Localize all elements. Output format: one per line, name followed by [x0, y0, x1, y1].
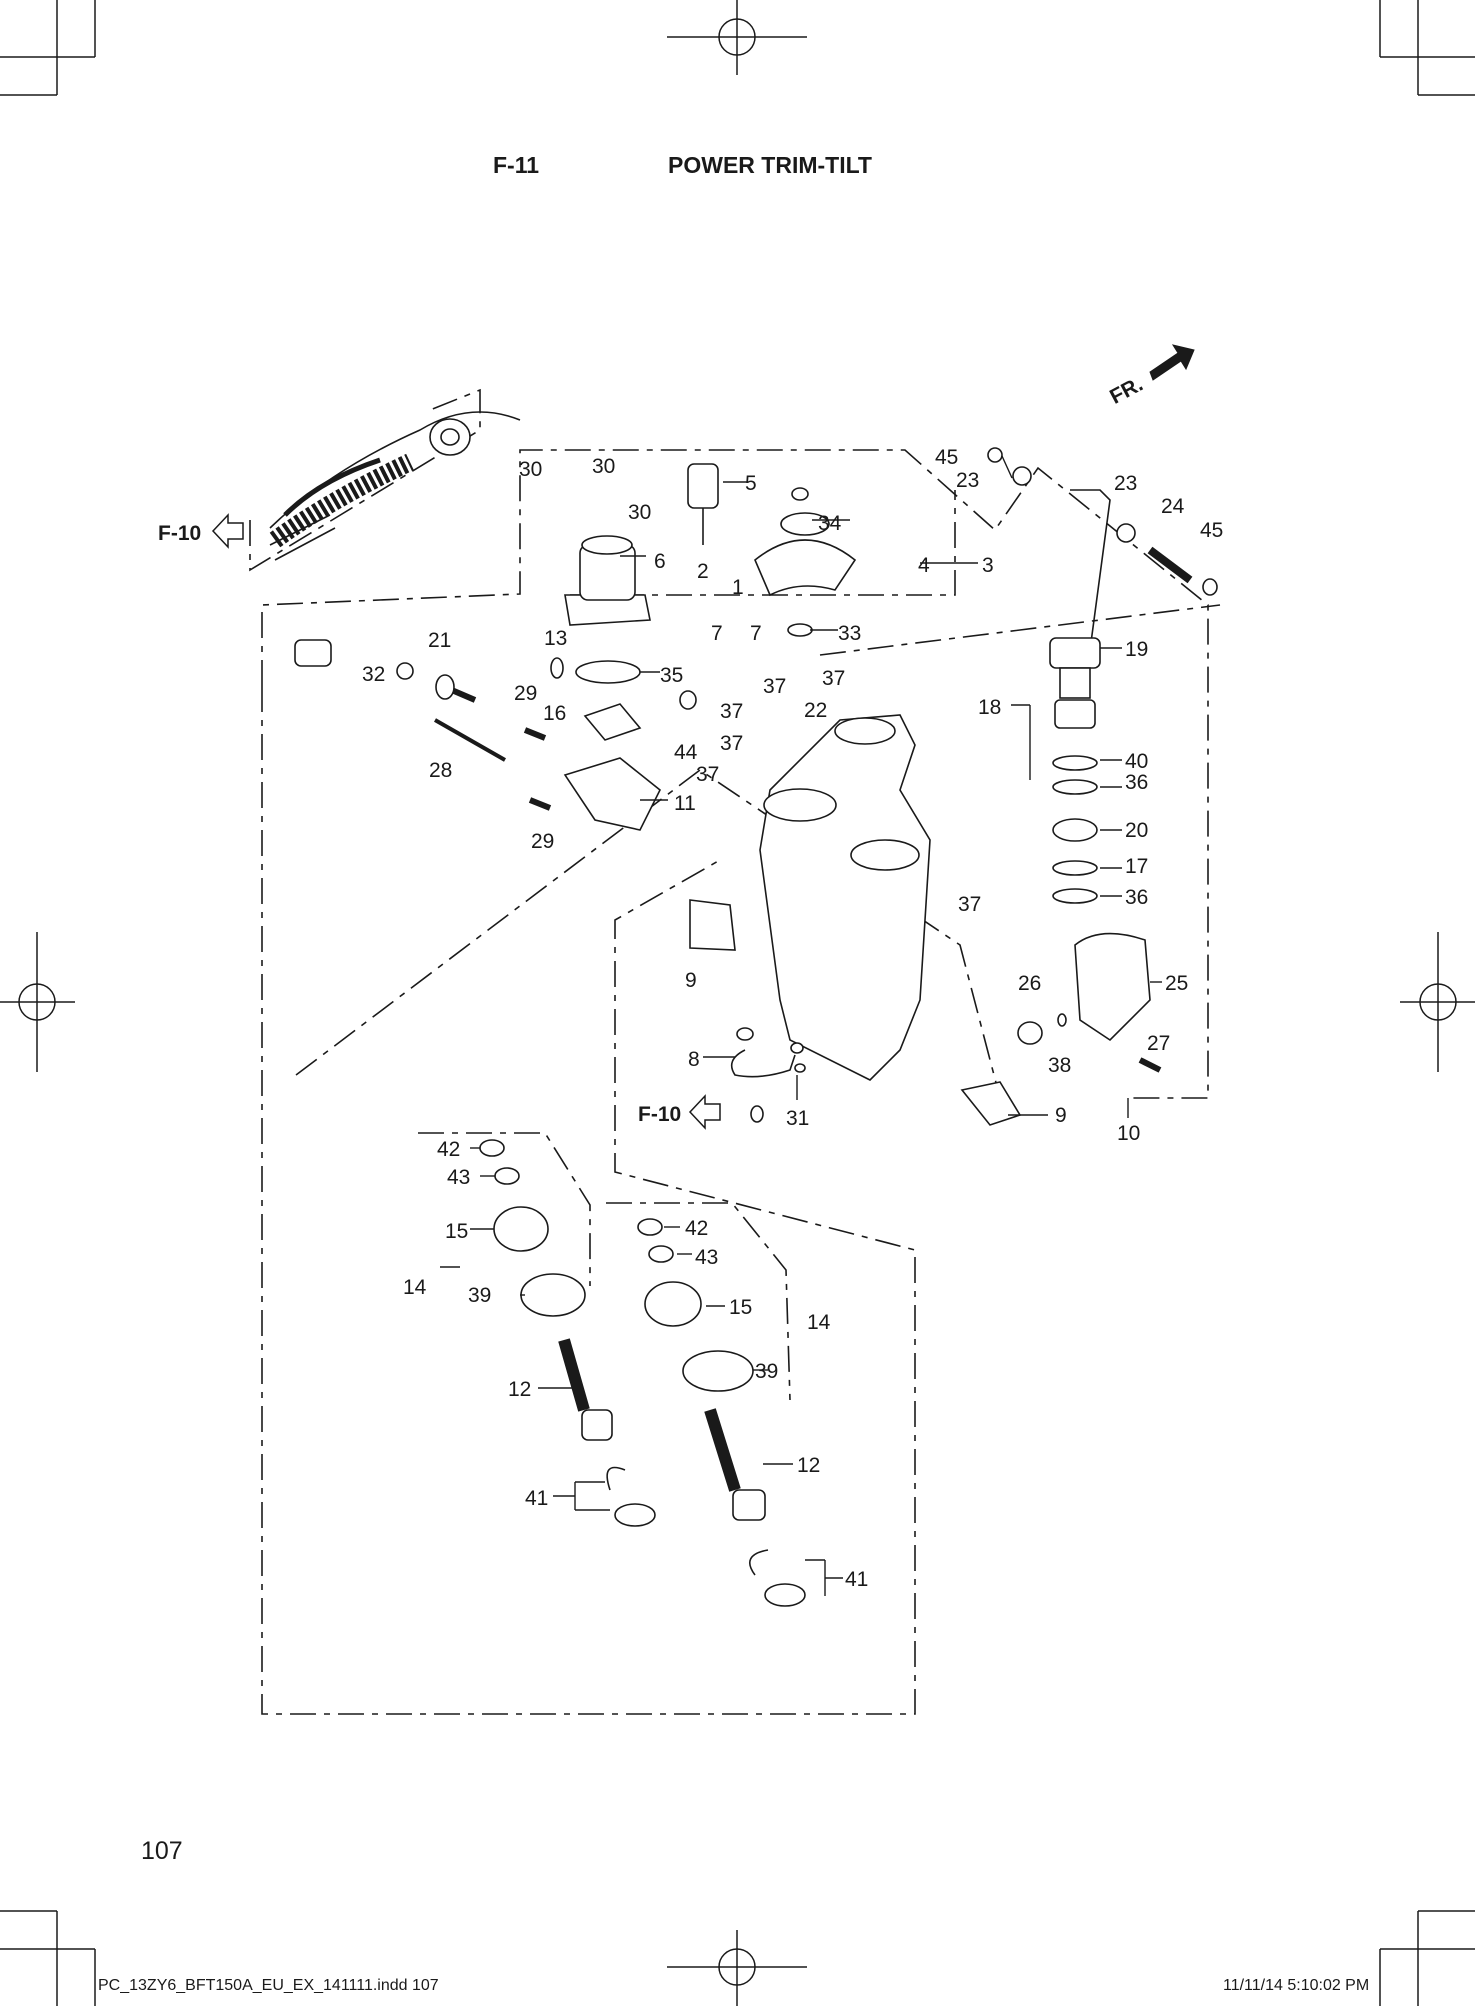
part-label: 40 [1125, 750, 1148, 773]
part-reference-numbers: 1 2 3 4 5 6 7 7 8 9 9 10 11 12 12 13 14 … [362, 446, 1223, 1591]
part-label: 15 [729, 1296, 752, 1319]
part-label: 20 [1125, 819, 1148, 842]
part-label: 41 [525, 1487, 548, 1510]
part-label: 30 [592, 455, 615, 478]
part-label: 17 [1125, 855, 1148, 878]
part-label: 6 [654, 550, 666, 573]
part-label: 39 [468, 1284, 491, 1307]
part-label: 39 [755, 1360, 778, 1383]
part-label: 4 [918, 554, 930, 577]
front-direction-label: FR. [1106, 373, 1147, 409]
part-label: 37 [763, 675, 786, 698]
part-label: 23 [956, 469, 979, 492]
part-label: 9 [685, 969, 697, 992]
part-label: 10 [1117, 1122, 1140, 1145]
part-label: 27 [1147, 1032, 1170, 1055]
file-name: PC_13ZY6_BFT150A_EU_EX_141111.indd 107 [98, 1977, 439, 1994]
part-label: 43 [447, 1166, 470, 1189]
registration-mark-right [1400, 932, 1475, 1072]
cross-reference-arrow-icon-bottom [688, 1094, 721, 1130]
figure-title: POWER TRIM-TILT [668, 152, 872, 178]
part-label: 33 [838, 622, 861, 645]
part-label: 30 [628, 501, 651, 524]
part-label: 2 [697, 560, 709, 583]
part-label: 26 [1018, 972, 1041, 995]
part-label: 7 [711, 622, 723, 645]
part-illustrations [269, 411, 1218, 1607]
part-label: 12 [797, 1454, 820, 1477]
part-label: 14 [403, 1276, 427, 1299]
registration-mark-top [667, 0, 807, 75]
part-label: 31 [786, 1107, 809, 1130]
figure-code: F-11 [493, 152, 540, 178]
part-label: 43 [695, 1246, 718, 1269]
part-label: 7 [750, 622, 762, 645]
part-label: 32 [362, 663, 385, 686]
part-label: 42 [685, 1217, 708, 1240]
part-label: 3 [982, 554, 994, 577]
cross-reference-arrow-icon-top [211, 513, 244, 549]
leader-lines [440, 455, 1162, 1596]
cross-reference-label-top: F-10 [158, 522, 201, 545]
part-label: 5 [745, 472, 757, 495]
part-label: 14 [807, 1311, 831, 1334]
cross-reference-label-bottom: F-10 [638, 1103, 681, 1126]
part-label: 30 [519, 458, 542, 481]
part-label: 42 [437, 1138, 460, 1161]
part-label: 25 [1165, 972, 1188, 995]
part-label: 44 [674, 741, 698, 764]
front-direction-arrow-icon [1149, 344, 1195, 381]
part-label: 38 [1048, 1054, 1071, 1077]
part-label: 21 [428, 629, 451, 652]
part-label: 37 [720, 732, 743, 755]
part-label: 45 [935, 446, 958, 469]
part-label: 1 [732, 576, 744, 599]
part-label: 37 [720, 700, 743, 723]
registration-mark-bottom [667, 1930, 807, 2006]
print-timestamp: 11/11/14 5:10:02 PM [1223, 1977, 1370, 1994]
registration-mark-left [0, 932, 75, 1072]
part-label: 13 [544, 627, 567, 650]
part-label: 8 [688, 1048, 700, 1071]
page-number: 107 [141, 1837, 183, 1865]
part-label: 37 [696, 763, 719, 786]
part-label: 19 [1125, 638, 1148, 661]
part-label: 36 [1125, 771, 1148, 794]
part-label: 35 [660, 664, 683, 687]
part-label: 36 [1125, 886, 1148, 909]
part-label: 12 [508, 1378, 531, 1401]
part-label: 11 [674, 792, 696, 815]
part-label: 34 [818, 512, 842, 535]
part-label: 18 [978, 696, 1001, 719]
part-label: 22 [804, 699, 827, 722]
part-label: 37 [822, 667, 845, 690]
part-label: 16 [543, 702, 566, 725]
part-label: 9 [1055, 1104, 1067, 1127]
part-label: 37 [958, 893, 981, 916]
part-label: 45 [1200, 519, 1223, 542]
part-label: 41 [845, 1568, 868, 1591]
part-label: 28 [429, 759, 452, 782]
part-label: 29 [531, 830, 554, 853]
part-label: 15 [445, 1220, 468, 1243]
part-label: 24 [1161, 495, 1185, 518]
part-label: 29 [514, 682, 537, 705]
part-label: 23 [1114, 472, 1137, 495]
